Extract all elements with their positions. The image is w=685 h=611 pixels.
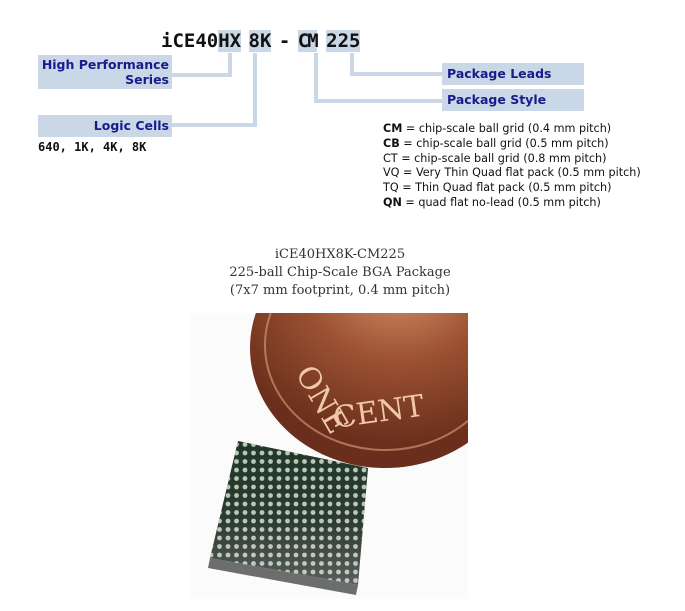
part-style: CM (297, 30, 319, 52)
connector-leads (350, 53, 354, 76)
legend-row: TQ = Thin Quad flat pack (0.5 mm pitch) (383, 181, 612, 195)
part-cells: 8K (248, 30, 272, 52)
package-style-label: Package Style (447, 92, 547, 107)
connector-style-h (314, 99, 442, 103)
caption-line1: iCE40HX8K-CM225 (274, 247, 406, 262)
part-number: iCE40HX 8K - CM 225 (161, 29, 361, 53)
series-label-line2: Series (125, 72, 169, 87)
chip-photo: ONE CENT (190, 313, 468, 599)
package-style-box: Package Style (442, 89, 584, 111)
logic-cells-label: Logic Cells (93, 118, 169, 133)
connector-series (228, 53, 232, 77)
caption-line3: (7x7 mm footprint, 0.4 mm pitch) (229, 283, 451, 298)
part-dash: - (278, 30, 291, 52)
connector-leads-h (350, 72, 442, 76)
legend-row: QN = quad flat no-lead (0.5 mm pitch) (383, 195, 601, 209)
part-series: HX (218, 30, 242, 52)
series-label-box: High Performance Series (38, 55, 172, 89)
part-prefix: iCE40 (161, 30, 219, 52)
package-leads-label: Package Leads (447, 66, 552, 81)
legend-row: CT = chip-scale ball grid (0.8 mm pitch) (383, 151, 607, 165)
logic-cells-label-box: Logic Cells (38, 115, 172, 137)
part-leads: 225 (326, 30, 361, 52)
connector-cells (253, 53, 257, 127)
legend-row: CM = chip-scale ball grid (0.4 mm pitch) (383, 122, 612, 135)
connector-cells-h (172, 123, 257, 127)
package-leads-box: Package Leads (442, 63, 584, 85)
connector-style (314, 53, 318, 103)
connector-series-h (172, 73, 232, 77)
legend-row: CB = chip-scale ball grid (0.5 mm pitch) (383, 136, 609, 150)
series-label-line1: High Performance (41, 57, 169, 72)
caption-line2: 225-ball Chip-Scale BGA Package (229, 265, 451, 280)
chip-photo-image: ONE CENT (208, 313, 468, 595)
photo-caption: iCE40HX8K-CM225 225-ball Chip-Scale BGA … (200, 246, 480, 300)
package-legend: CM = chip-scale ball grid (0.4 mm pitch)… (383, 122, 641, 211)
legend-row: VQ = Very Thin Quad flat pack (0.5 mm pi… (383, 166, 641, 180)
logic-cells-values: 640, 1K, 4K, 8K (38, 140, 147, 154)
